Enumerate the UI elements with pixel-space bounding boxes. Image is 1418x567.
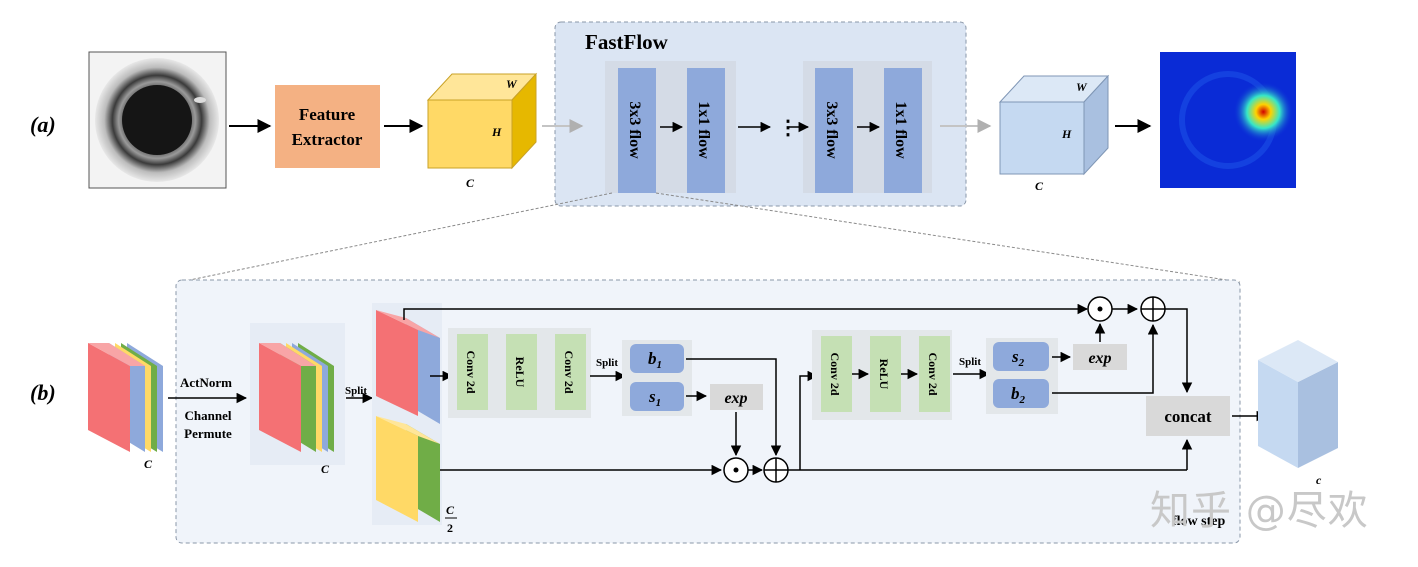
flow-block-1x1-a	[687, 68, 725, 193]
zhihu-watermark: 知乎 @尽欢	[1150, 488, 1369, 534]
s2-label: s2	[1011, 347, 1025, 369]
cube-in-h: H	[491, 125, 502, 139]
feature-extractor-label-2: Extractor	[292, 130, 363, 149]
feature-cube	[426, 72, 538, 170]
half-c-numerator: C	[446, 503, 455, 517]
flow-step-label: flow step	[1172, 514, 1225, 529]
part-a: (a) Feature Extractor W H C FastFlow	[30, 21, 1296, 207]
output-cube	[998, 74, 1110, 176]
half-c-denominator: 2	[447, 521, 453, 535]
feature-extractor-box	[275, 85, 380, 168]
concat-box	[1146, 396, 1230, 436]
s2-box	[993, 342, 1049, 371]
flow-block-3x3-b	[815, 68, 853, 193]
multiply-dot-2	[1097, 306, 1103, 312]
zoom-line-left	[179, 192, 613, 283]
zoom-line-right	[655, 192, 1241, 283]
relu-2	[870, 336, 901, 412]
flow-label-3x3-b: 3x3 flow	[823, 101, 840, 159]
conv2d-2a	[821, 336, 852, 412]
flow-block-3x3-a	[618, 68, 656, 193]
exp1-label: exp	[724, 390, 747, 407]
b1-box	[630, 344, 684, 373]
conv2d-2b-label: Conv 2d	[926, 352, 940, 395]
arrow-add2-to-concat	[1165, 308, 1193, 394]
conv2d-2a-label: Conv 2d	[828, 352, 842, 395]
output-block	[1258, 340, 1338, 468]
feature-extractor-label-1: Feature	[299, 105, 356, 124]
cube-in-c: C	[466, 176, 475, 190]
cube-out-h: H	[1061, 127, 1072, 141]
channel-permute-label-1: Channel	[185, 408, 232, 423]
conv2d-2b	[919, 336, 950, 412]
actnorm-label: ActNorm	[180, 375, 232, 390]
cube-in-w: W	[506, 77, 518, 91]
input-image	[88, 51, 227, 189]
part-b-label: (b)	[30, 380, 56, 405]
anomaly-heatmap	[1160, 52, 1296, 188]
input-c-label: C	[144, 457, 153, 471]
arrow-to-conv2	[799, 370, 819, 470]
multiply-dot-1	[733, 467, 739, 473]
relu-1-label: ReLU	[513, 357, 527, 388]
flow-label-1x1-b: 1x1 flow	[892, 101, 909, 159]
split-lower-half	[376, 416, 440, 522]
split-label-3: Split	[959, 356, 981, 368]
flow-label-3x3-a: 3x3 flow	[626, 101, 643, 159]
flow-block-1x1-b	[884, 68, 922, 193]
concat-label: concat	[1164, 407, 1212, 426]
flow-ellipsis: ⋮	[778, 117, 798, 139]
arrow-b1-to-add1	[686, 358, 782, 457]
conv2d-1b-label: Conv 2d	[562, 350, 576, 393]
b1-label: b1	[648, 349, 662, 371]
input-stack	[88, 343, 163, 452]
conv2d-1b	[555, 334, 586, 410]
b2-box	[993, 379, 1049, 408]
conv2d-1a	[457, 334, 488, 410]
permuted-stack	[259, 343, 334, 452]
cube-out-w: W	[1076, 80, 1088, 94]
exp2-label: exp	[1088, 350, 1111, 367]
relu-2-label: ReLU	[877, 359, 891, 390]
flow-label-1x1-a: 1x1 flow	[695, 101, 712, 159]
s1-label: s1	[648, 387, 661, 409]
permuted-c-label: C	[321, 462, 330, 476]
arrow-top-skip	[403, 303, 1089, 320]
channel-permute-label-2: Permute	[184, 426, 232, 441]
part-a-label: (a)	[30, 112, 56, 137]
split-label-2: Split	[596, 357, 618, 369]
relu-1	[506, 334, 537, 410]
exp1-box	[710, 384, 763, 410]
split-upper-half	[376, 310, 440, 424]
split-label-1: Split	[345, 385, 367, 397]
s1-box	[630, 382, 684, 411]
cube-out-c: C	[1035, 179, 1044, 193]
fastflow-title: FastFlow	[585, 30, 669, 54]
exp2-box	[1073, 344, 1127, 370]
part-b: (b) C ActNorm Channel Permute C	[30, 279, 1338, 544]
output-c-label: c	[1316, 473, 1322, 487]
b2-label: b2	[1011, 384, 1026, 406]
conv2d-1a-label: Conv 2d	[464, 350, 478, 393]
arrow-b2-to-add2	[1052, 323, 1159, 394]
